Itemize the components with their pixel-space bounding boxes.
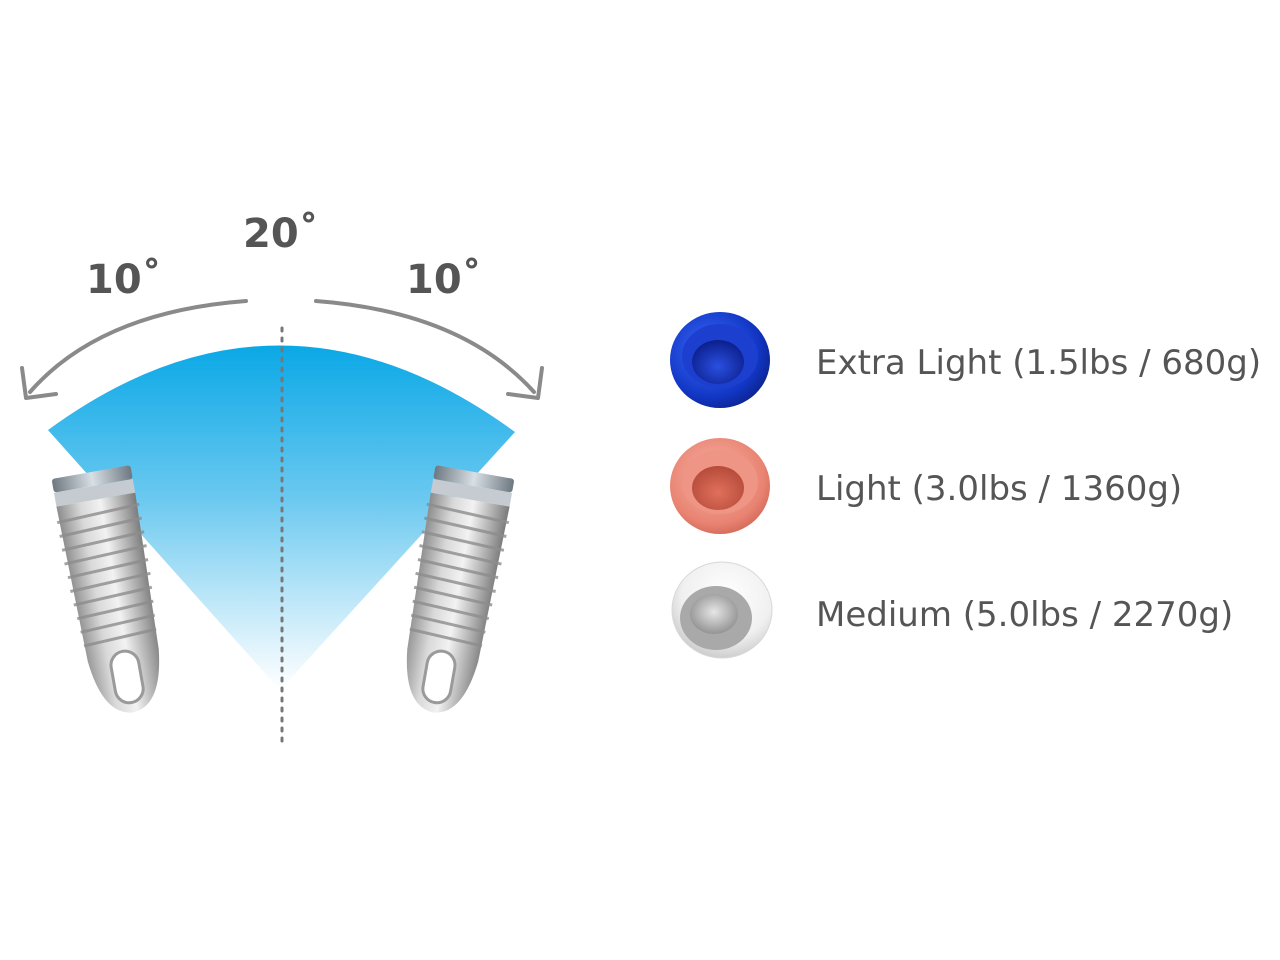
left-arc-arrow <box>28 299 248 394</box>
legend-label-light: Light (3.0lbs / 1360g) <box>816 469 1183 509</box>
right-arrowhead-icon <box>506 366 544 400</box>
pink-cap-icon <box>670 438 770 534</box>
legend-item-light: Light (3.0lbs / 1360g) <box>668 434 1268 544</box>
legend-item-medium: Medium (5.0lbs / 2270g) <box>668 560 1268 670</box>
right-angle-label: 10˚ <box>406 257 482 303</box>
legend-label-extra-light: Extra Light (1.5lbs / 680g) <box>816 343 1262 383</box>
legend-item-extra-light: Extra Light (1.5lbs / 680g) <box>668 308 1268 418</box>
right-implant-icon <box>406 465 514 713</box>
grey-cap-icon <box>671 561 773 659</box>
total-angle-label: 20˚ <box>243 211 319 257</box>
left-angle-label: 10˚ <box>86 257 162 303</box>
left-implant-icon <box>52 465 160 713</box>
right-arc-arrow <box>314 299 536 394</box>
left-arrowhead-icon <box>20 366 58 400</box>
legend-label-medium: Medium (5.0lbs / 2270g) <box>816 595 1234 635</box>
blue-cap-icon <box>670 312 770 408</box>
